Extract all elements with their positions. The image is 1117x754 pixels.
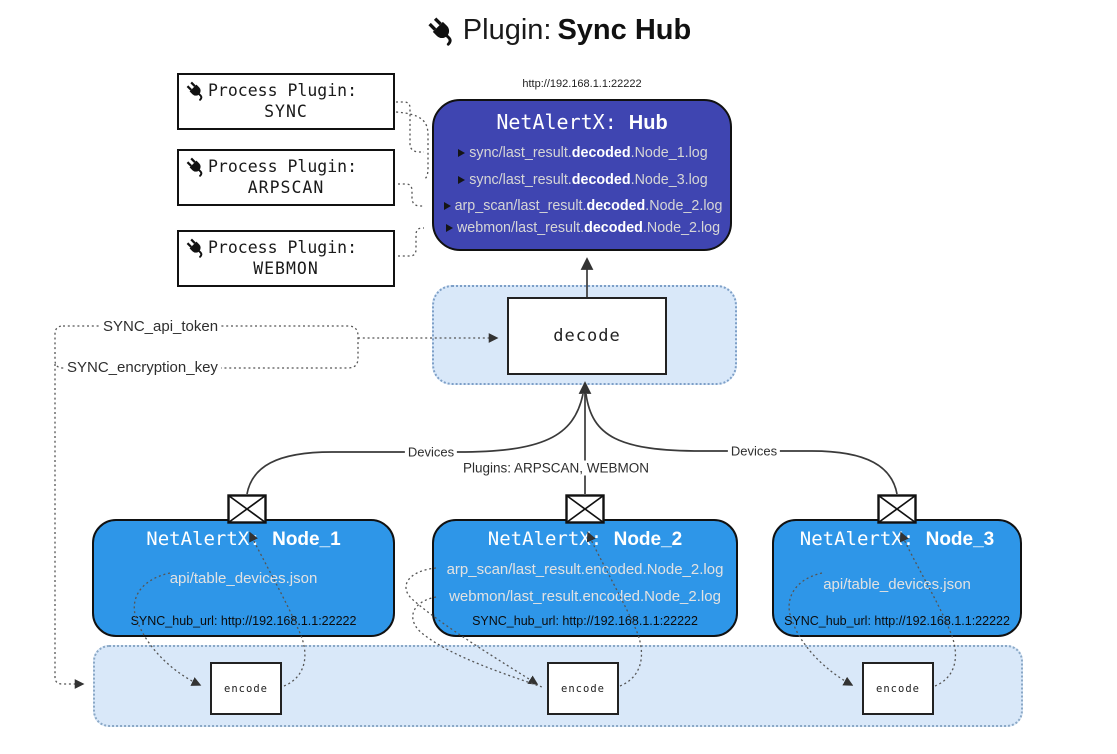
process-plugin-box-sync: Process Plugin: SYNC	[177, 73, 395, 130]
plugins-label: Plugins: ARPSCAN, WEBMON	[459, 460, 653, 476]
process-plugin-name: WEBMON	[253, 259, 319, 278]
page-title: Plugin: Sync Hub	[0, 14, 1117, 47]
plug-icon	[185, 80, 206, 101]
node-title: NetAlertX: Node_1	[146, 528, 341, 550]
process-plugin-label: Process Plugin:	[208, 238, 358, 257]
devices-label-left: Devices	[404, 444, 458, 460]
encode-box: encode	[210, 662, 282, 715]
process-plugin-label: Process Plugin:	[208, 81, 358, 100]
node-hub-url: SYNC_hub_url: http://192.168.1.1:22222	[472, 614, 698, 628]
devices-label-right: Devices	[727, 443, 781, 459]
node-title: NetAlertX: Node_3	[799, 528, 995, 550]
node-box-node-3: NetAlertX: Node_3 api/table_devices.json…	[772, 519, 1022, 637]
process-plugin-label: Process Plugin:	[208, 157, 358, 176]
process-plugin-box-webmon: Process Plugin: WEBMON	[177, 230, 395, 287]
envelope-icon	[877, 494, 917, 524]
node-file: arp_scan/last_result.encoded.Node_2.log	[446, 561, 724, 578]
hub-log-line: sync/last_result.decoded.Node_3.log	[436, 170, 730, 189]
node-file: api/table_devices.json	[169, 570, 318, 587]
hub-url: http://192.168.1.1:22222	[522, 78, 642, 90]
node-title: NetAlertX: Node_2	[487, 528, 683, 550]
arrow-bullet-icon	[445, 223, 453, 232]
process-plugin-name: SYNC	[264, 102, 308, 121]
node-file: api/table_devices.json	[823, 576, 971, 593]
decode-box: decode	[507, 297, 667, 375]
process-plugin-name: ARPSCAN	[247, 178, 325, 197]
process-plugin-box-arpscan: Process Plugin: ARPSCAN	[177, 149, 395, 206]
node-box-node-1: NetAlertX: Node_1 api/table_devices.json…	[92, 519, 395, 637]
node-hub-url: SYNC_hub_url: http://192.168.1.1:22222	[130, 614, 357, 628]
plug-icon	[185, 156, 206, 177]
hub-log-line: webmon/last_result.decoded.Node_2.log	[436, 218, 730, 237]
encode-box: encode	[547, 662, 619, 715]
sync-encryption-key-label: SYNC_encryption_key	[64, 359, 221, 376]
node-box-node-2: NetAlertX: Node_2 arp_scan/last_result.e…	[432, 519, 738, 637]
envelope-icon	[565, 494, 605, 524]
arrow-bullet-icon	[458, 148, 466, 157]
plug-icon	[426, 15, 457, 46]
hub-log-line: sync/last_result.decoded.Node_1.log	[436, 143, 730, 162]
hub-title: NetAlertX: Hub	[496, 110, 668, 134]
hub-log-line: arp_scan/last_result.decoded.Node_2.log	[436, 196, 730, 215]
envelope-icon	[227, 494, 267, 524]
plug-icon	[185, 237, 206, 258]
sync-api-token-label: SYNC_api_token	[100, 318, 222, 335]
node-file: webmon/last_result.encoded.Node_2.log	[449, 588, 721, 605]
arrow-bullet-icon	[458, 175, 466, 184]
encode-box: encode	[862, 662, 934, 715]
arrow-bullet-icon	[443, 201, 451, 210]
hub-box	[432, 99, 732, 251]
node-hub-url: SYNC_hub_url: http://192.168.1.1:22222	[784, 614, 1010, 628]
